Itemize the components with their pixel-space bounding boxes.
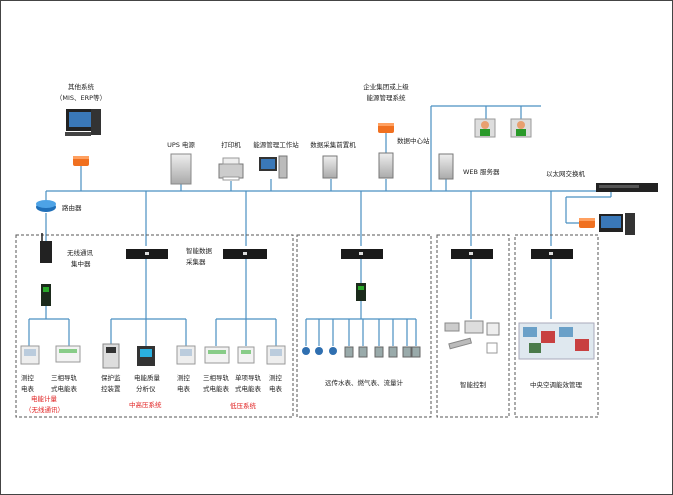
collector-icon	[451, 249, 493, 259]
web-server-icon	[438, 153, 454, 180]
data-collect-label: 数据采集前置机	[310, 141, 356, 149]
other-system-label: 其他系统	[68, 83, 94, 91]
firewall-icon	[579, 218, 595, 228]
meter-label-8a: 测控	[269, 374, 282, 382]
ethernet-switch-icon	[596, 183, 658, 192]
collector-icon	[126, 249, 168, 259]
converter-icon	[356, 283, 366, 301]
workstation-label: 能源管理工作站	[253, 141, 299, 149]
collector-icon	[223, 249, 267, 259]
user-icon	[510, 118, 532, 138]
data-center-server-icon	[378, 152, 394, 179]
meter-icon	[204, 346, 230, 364]
wireless-concentrator-icon	[40, 233, 52, 263]
router-label: 路由器	[62, 204, 82, 212]
data-center-label: 数据中心站	[397, 137, 430, 145]
meter-label-7a: 单项导轨	[235, 374, 261, 382]
wireless-label-1: 无线通讯	[67, 249, 93, 257]
meter-icon	[102, 343, 120, 369]
ups-label: UPS 电源	[167, 141, 195, 149]
meter-icon	[137, 346, 155, 366]
wireless-module-icon	[41, 284, 51, 306]
user-icon	[474, 118, 496, 138]
group-boxes	[15, 234, 599, 418]
other-system-sub-label: （MIS、ERP等）	[55, 94, 107, 102]
wireless-comm-label: （无线通讯）	[25, 406, 64, 414]
printer-label: 打印机	[221, 141, 241, 149]
meter-icon	[266, 345, 286, 365]
ethernet-switch-label: 以太网交换机	[546, 170, 585, 178]
group-system-label-1: 企业集团或上级	[363, 83, 409, 91]
meter-icon	[55, 345, 81, 363]
lv-system-label: 低压系统	[230, 402, 256, 410]
meter-label-1b: 电表	[21, 385, 34, 393]
meter-label-3a: 保护监	[101, 374, 121, 382]
meter-label-1a: 测控	[21, 374, 34, 382]
meter-label-3b: 控装置	[101, 385, 121, 393]
router-icon	[36, 200, 56, 212]
printer-icon	[218, 157, 244, 181]
group-system-label-2: 能源管理系统	[366, 94, 406, 102]
other-system-pc-icon	[65, 109, 101, 136]
collector-icon	[341, 249, 383, 259]
meter-label-5b: 电表	[177, 385, 190, 393]
web-server-label: WEB 服务器	[463, 168, 500, 176]
meter-icon	[237, 346, 255, 364]
pc-icon	[599, 213, 635, 235]
ups-icon	[170, 153, 192, 185]
hvac-label: 中央空调能效管理	[530, 381, 582, 389]
meter-label-6b: 式电能表	[203, 385, 229, 393]
firewall-icon	[378, 123, 394, 133]
energy-metering-label: 电能计量	[31, 395, 57, 403]
lighting-control-label: 智能控制	[460, 381, 486, 389]
meter-label-2a: 三相导轨	[51, 374, 77, 382]
meter-label-7b: 式电能表	[235, 385, 261, 393]
remote-meter-label: 远传水表、燃气表、流量计	[325, 379, 403, 387]
meter-label-4b: 分析仪	[136, 385, 156, 393]
wireless-label-2: 集中器	[71, 260, 91, 268]
meter-label-6a: 三相导轨	[203, 374, 229, 382]
collector-icon	[531, 249, 573, 259]
meter-label-2b: 式电能表	[51, 385, 77, 393]
hvac-system-icon	[518, 322, 595, 360]
meter-label-4a: 电能质量	[134, 374, 160, 382]
smart-collector-label-2: 采集器	[186, 258, 206, 266]
lighting-control-icon	[444, 320, 500, 354]
mv-system-label: 中高压系统	[129, 401, 162, 409]
data-collect-server-icon	[322, 155, 338, 179]
firewall-icon	[73, 156, 89, 166]
meter-label-5a: 测控	[177, 374, 190, 382]
smart-collector-label-1: 智能数据	[186, 247, 212, 255]
meter-icon	[20, 345, 40, 365]
workstation-icon	[259, 155, 288, 179]
meter-label-8b: 电表	[269, 385, 282, 393]
network-lines	[28, 105, 641, 346]
water-meter-icons	[302, 347, 337, 355]
meter-icon	[176, 345, 196, 365]
flow-meter-icons	[344, 346, 421, 358]
